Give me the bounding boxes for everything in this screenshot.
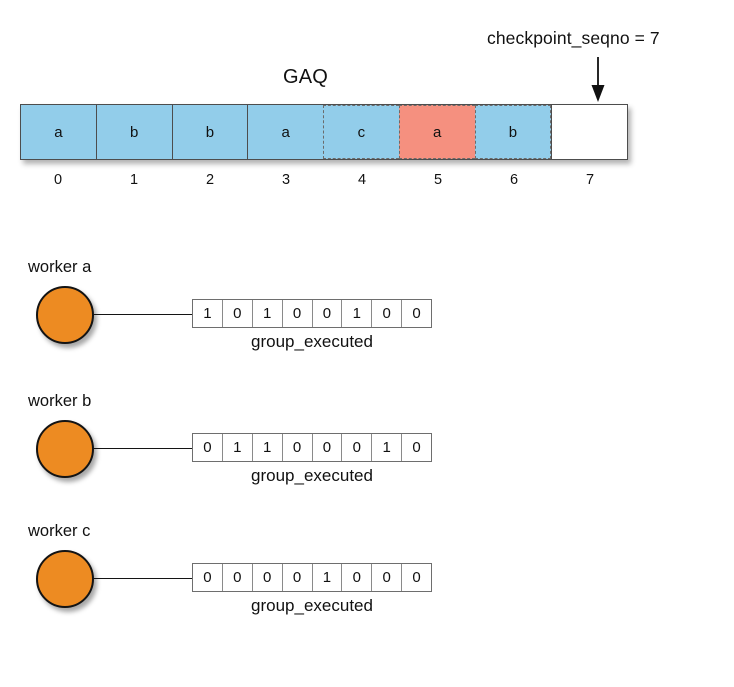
gaq-cell-label: c (357, 123, 366, 141)
bitmap-bit-6: 0 (371, 564, 401, 591)
gaq-index-axis: 0 1 2 3 4 5 6 7 (20, 172, 628, 188)
bitmap-bit-2: 0 (251, 564, 282, 591)
bitmap-bit-0: 0 (203, 569, 212, 586)
bitmap-bit-7: 0 (401, 300, 431, 327)
worker-connector-line (93, 448, 192, 449)
bitmap-bit-3: 0 (281, 300, 312, 327)
bitmap-bit-1: 0 (221, 564, 252, 591)
gaq-cell-label: a (432, 123, 442, 141)
group-executed-label: group_executed (251, 466, 373, 485)
bitmap-bit-4: 0 (311, 300, 342, 327)
worker-node-circle-icon (36, 286, 94, 344)
bitmap-bit-7: 0 (401, 564, 431, 591)
worker-connector-line (93, 578, 192, 579)
gaq-index-label-6: 6 (509, 172, 519, 188)
gaq-cell-label: b (129, 123, 139, 141)
gaq-cell-label: b (205, 123, 215, 141)
checkpoint-seqno-label: checkpoint_seqno = 7 (487, 28, 660, 48)
bitmap-bit-6: 1 (371, 434, 401, 461)
bitmap-bit-2: 1 (251, 434, 282, 461)
worker-title: worker b (28, 392, 92, 410)
bitmap-bit-1: 0 (221, 300, 252, 327)
gaq-cell-label: b (508, 123, 518, 141)
group-executed-label: group_executed (251, 332, 373, 351)
bitmap-bit-6: 0 (371, 300, 401, 327)
bitmap-bit-0: 1 (203, 305, 212, 322)
worker-node-circle-icon (36, 550, 94, 608)
worker-title: worker c (28, 522, 91, 540)
worker-title: worker a (28, 258, 92, 276)
gaq-index-label-1: 1 (129, 172, 139, 188)
gaq-cell-5: a (398, 105, 475, 159)
bitmap-bit-4: 1 (311, 564, 342, 591)
bitmap-bit-5: 0 (341, 434, 371, 461)
gaq-cell-6: b (474, 105, 552, 159)
bitmap-bit-5: 0 (341, 564, 371, 591)
bitmap-bit-2: 1 (251, 300, 282, 327)
bitmap-bit-3: 0 (281, 434, 312, 461)
bitmap-bit-0: 0 (203, 439, 212, 456)
gaq-cell-3: a (247, 105, 323, 159)
worker-node-circle-icon (36, 420, 94, 478)
gaq-index-label-5: 5 (433, 172, 443, 188)
gaq-cell-1: b (95, 105, 172, 159)
gaq-cell-4: c (323, 105, 399, 159)
gaq-cell-2: b (171, 105, 248, 159)
group-executed-label: group_executed (251, 596, 373, 615)
gaq-cell-0: a (21, 105, 96, 159)
bitmap-bit-3: 0 (281, 564, 312, 591)
bitmap-bit-7: 0 (401, 434, 431, 461)
bitmap-bit-4: 0 (311, 434, 342, 461)
worker-connector-line (93, 314, 192, 315)
gaq-cell-label: a (54, 123, 63, 141)
gaq-cell-label: a (281, 123, 290, 141)
gaq-index-label-4: 4 (357, 172, 367, 188)
gaq-cell-7 (551, 105, 627, 159)
gaq-title: GAQ (283, 66, 329, 88)
gaq-index-label-2: 2 (205, 172, 215, 188)
arrow-down-icon (591, 57, 605, 102)
bitmap-bit-1: 1 (221, 434, 252, 461)
gaq-index-label-0: 0 (53, 172, 63, 188)
gaq-index-label-7: 7 (585, 172, 595, 188)
gaq-index-label-3: 3 (281, 172, 291, 188)
bitmap-bit-5: 1 (341, 300, 371, 327)
